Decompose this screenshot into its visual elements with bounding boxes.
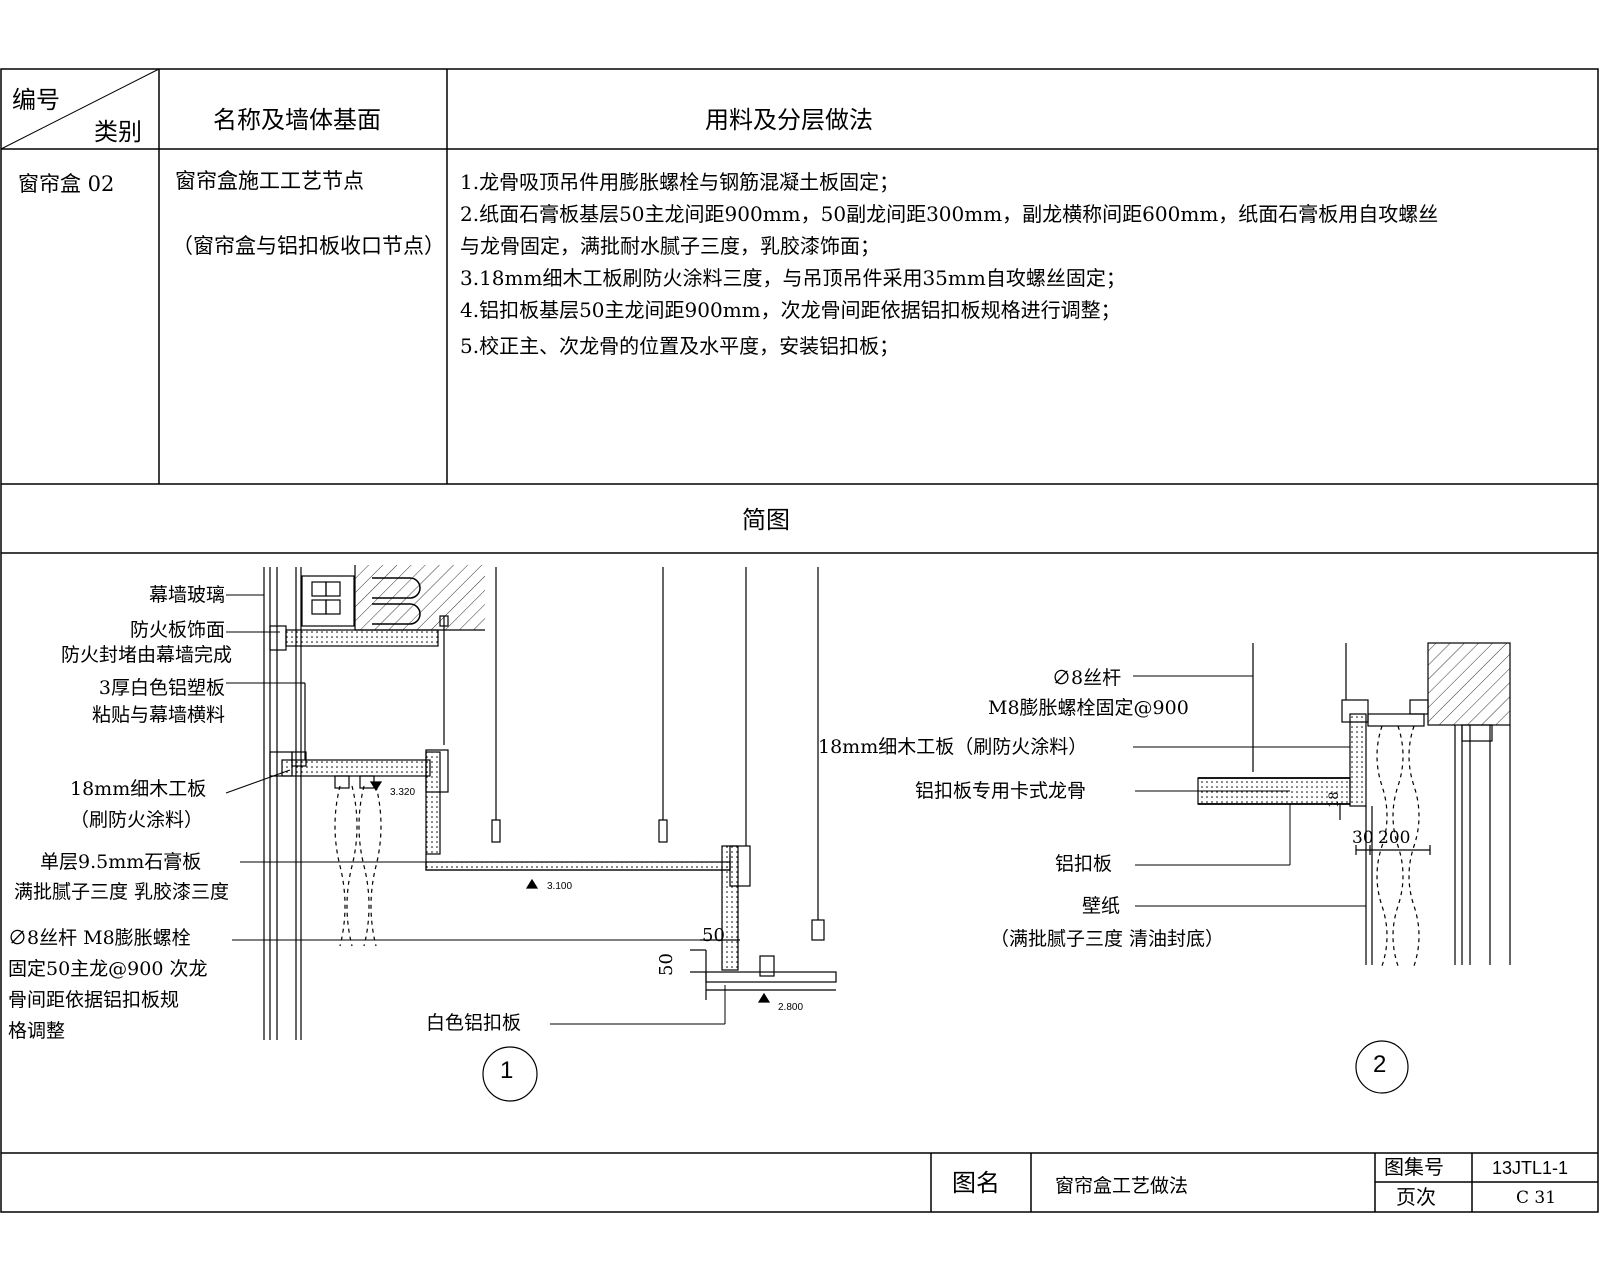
label-keel: 铝扣板专用卡式龙骨 — [915, 780, 1087, 802]
header-corner-bottom: 类别 — [94, 119, 142, 146]
label-gypsum: 单层9.5mm石膏板 — [40, 851, 202, 873]
step-1: 1.龙骨吸顶吊件用膨胀螺栓与钢筋混凝土板固定； — [460, 170, 900, 194]
label-rod-a: ∅8丝杆 — [1052, 667, 1122, 689]
dim-18: 18 — [1327, 791, 1342, 808]
step-3: 3.18mm细木工板刷防火涂料三度，与吊顶吊件采用35mm自攻螺丝固定； — [460, 266, 1126, 290]
header-corner-top: 编号 — [12, 87, 60, 114]
label-right-wood: 18mm细木工板（刷防火涂料） — [818, 736, 1088, 758]
elevation-2800: 2.800 — [778, 1002, 804, 1013]
step-2-cont: 与龙骨固定，满批耐水腻子三度，乳胶漆饰面； — [460, 234, 880, 258]
label-alu-panel-note: 粘贴与幕墙横料 — [91, 704, 225, 726]
header-name-column: 名称及墙体基面 — [213, 107, 381, 134]
detail-drawing-1 — [225, 565, 837, 1102]
step-2: 2.纸面石膏板基层50主龙间距900mm，50副龙间距300mm，副龙横称间距6… — [460, 202, 1439, 226]
label-wood-board: 18mm细木工板 — [70, 778, 207, 800]
label-rod-line4: 格调整 — [8, 1020, 66, 1042]
label-alu-panel: 3厚白色铝塑板 — [98, 677, 225, 699]
step-5: 5.校正主、次龙骨的位置及水平度，安装铝扣板； — [460, 334, 900, 358]
label-rod-b: M8膨胀螺栓固定@900 — [988, 697, 1189, 719]
label-fire-seal: 防火封堵由幕墙完成 — [60, 644, 232, 666]
dim-200: 200 — [1378, 828, 1411, 848]
label-wood-board-note: （刷防火涂料） — [70, 809, 204, 831]
callout-2: 2 — [1373, 1051, 1387, 1078]
atlas-value: 13JTL1-1 — [1492, 1158, 1569, 1178]
step-4: 4.铝扣板基层50主龙间距900mm，次龙骨间距依据铝扣板规格进行调整； — [460, 298, 1121, 322]
dim-30: 30 — [1352, 828, 1374, 848]
label-rod-line3: 骨间距依据铝扣板规 — [8, 989, 180, 1011]
method-steps: 1.龙骨吸顶吊件用膨胀螺栓与钢筋混凝土板固定； 2.纸面石膏板基层50主龙间距9… — [460, 166, 1438, 362]
header-method-column: 用料及分层做法 — [705, 107, 873, 134]
label-wallpaper: 壁纸 — [1082, 895, 1121, 917]
elevation-3320: 3.320 — [390, 787, 416, 798]
label-curtain-glass: 幕墙玻璃 — [148, 584, 225, 606]
label-white-alu: 白色铝扣板 — [426, 1012, 522, 1034]
label-putty: （满批腻子三度 清油封底） — [990, 928, 1225, 950]
row-name-title: 窗帘盒施工工艺节点 — [175, 169, 364, 193]
title-name-value: 窗帘盒工艺做法 — [1055, 1175, 1189, 1197]
label-alu-ceiling: 铝扣板 — [1055, 853, 1113, 875]
atlas-label: 图集号 — [1384, 1155, 1444, 1179]
page-value: C 31 — [1516, 1188, 1557, 1208]
label-fireproof-face: 防火板饰面 — [129, 619, 225, 641]
diagram-section-title: 简图 — [742, 507, 790, 534]
label-rod: ∅8丝杆 M8膨胀螺栓 — [8, 927, 191, 949]
label-gypsum-note: 满批腻子三度 乳胶漆三度 — [14, 881, 230, 903]
label-rod-line2: 固定50主龙@900 次龙 — [8, 958, 208, 980]
title-name-label: 图名 — [952, 1169, 1000, 1197]
row-name-subtitle: （窗帘盒与铝扣板收口节点） — [172, 234, 445, 258]
callout-1: 1 — [500, 1057, 514, 1084]
dim-50-horizontal: 50 — [702, 925, 725, 946]
page-label: 页次 — [1396, 1185, 1436, 1209]
dim-50-vertical: 50 — [656, 953, 677, 976]
row-code: 窗帘盒 02 — [18, 172, 115, 196]
elevation-3100: 3.100 — [547, 881, 573, 892]
detail-drawing-2 — [1133, 642, 1511, 1094]
